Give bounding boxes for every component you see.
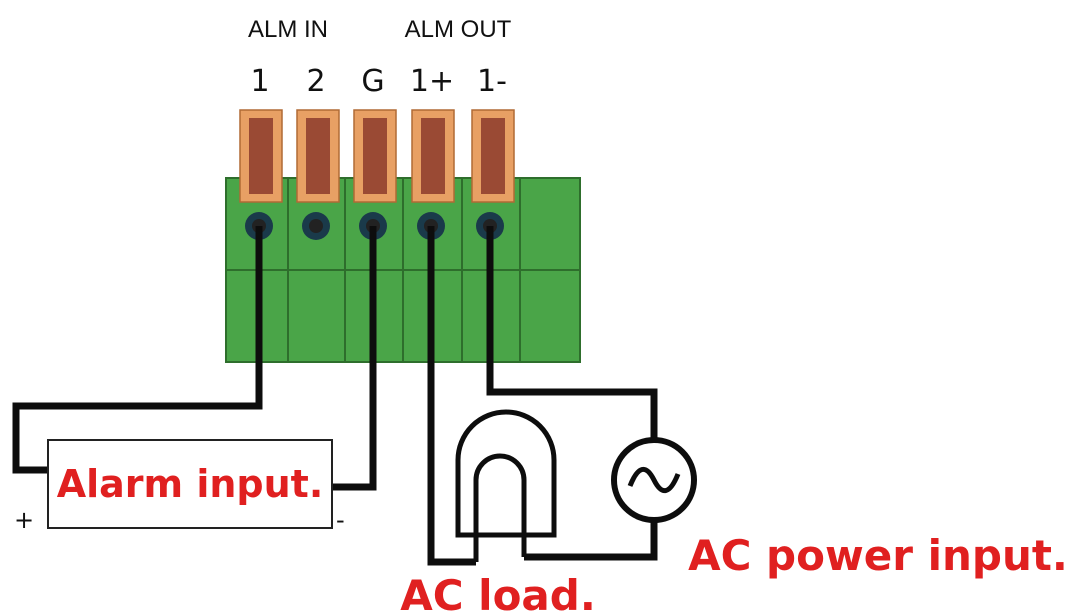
header-alm-out: ALM OUT [405,16,512,43]
plus-sign: + [14,506,34,534]
alarm-input-label: Alarm input. [57,462,324,506]
ac-source-icon [611,437,697,523]
pin-label-g: G [361,64,384,99]
terminal-tabs [239,109,515,203]
pin-label-1: 1 [250,64,269,99]
wire-1plus-load [427,226,476,566]
pin-label-2: 2 [306,64,325,99]
wire-1minus-source [486,226,658,442]
pin-label-1minus: 1- [477,64,507,99]
wire-pin1-alarm-plus [12,226,263,474]
alarm-input-box [47,439,333,529]
wire-source-load [524,520,658,561]
pin-label-1plus: 1+ [410,64,454,99]
minus-sign: - [336,506,345,534]
header-alm-in: ALM IN [248,16,328,43]
wire-g-alarm-minus [333,226,377,491]
load-icon [455,409,557,562]
ac-power-input-label: AC power input. [688,531,1066,580]
ac-load-label: AC load. [400,571,596,614]
wires [12,226,658,566]
terminal-block [225,177,581,363]
